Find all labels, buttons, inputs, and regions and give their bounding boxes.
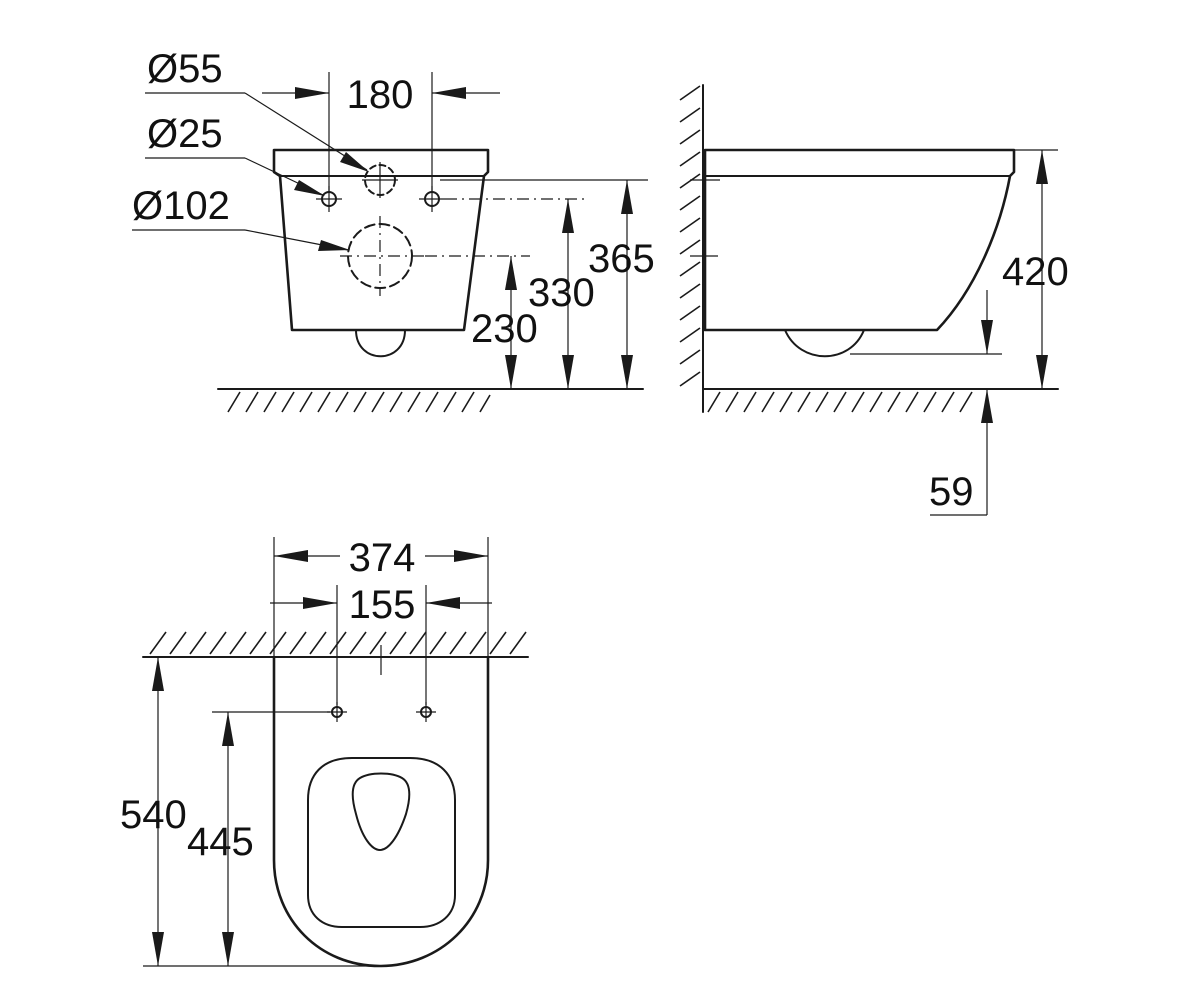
hole-25-label: Ø25 — [147, 112, 223, 156]
dim-374-label: 374 — [349, 536, 416, 580]
hole-55-label: Ø55 — [147, 47, 223, 91]
dim-540-label: 540 — [120, 793, 187, 837]
front-outlet — [355, 329, 406, 358]
side-view: 420 59 — [679, 84, 1069, 516]
side-wall-hatch — [679, 85, 701, 387]
dim-330-label: 330 — [528, 271, 595, 315]
front-view: 180 Ø55 Ø25 Ø102 330 365 230 — [132, 47, 655, 413]
side-floor-hatch — [707, 391, 973, 413]
hole-102-label: Ø102 — [132, 184, 230, 228]
dim-445-label: 445 — [187, 820, 254, 864]
front-floor-hatch — [227, 391, 491, 413]
dim-230-label: 230 — [471, 307, 538, 351]
side-outlet — [784, 329, 865, 358]
top-wall-hatch — [149, 631, 527, 655]
dim-59-label: 59 — [929, 470, 974, 514]
top-seat-outline — [307, 757, 456, 928]
top-bowl-opening — [351, 772, 411, 851]
top-view: 374 155 540 445 — [120, 536, 529, 968]
dim-180-label: 180 — [347, 73, 414, 117]
dim-155-label: 155 — [349, 583, 416, 627]
dim-420-label: 420 — [1002, 250, 1069, 294]
dim-365-label: 365 — [588, 237, 655, 281]
